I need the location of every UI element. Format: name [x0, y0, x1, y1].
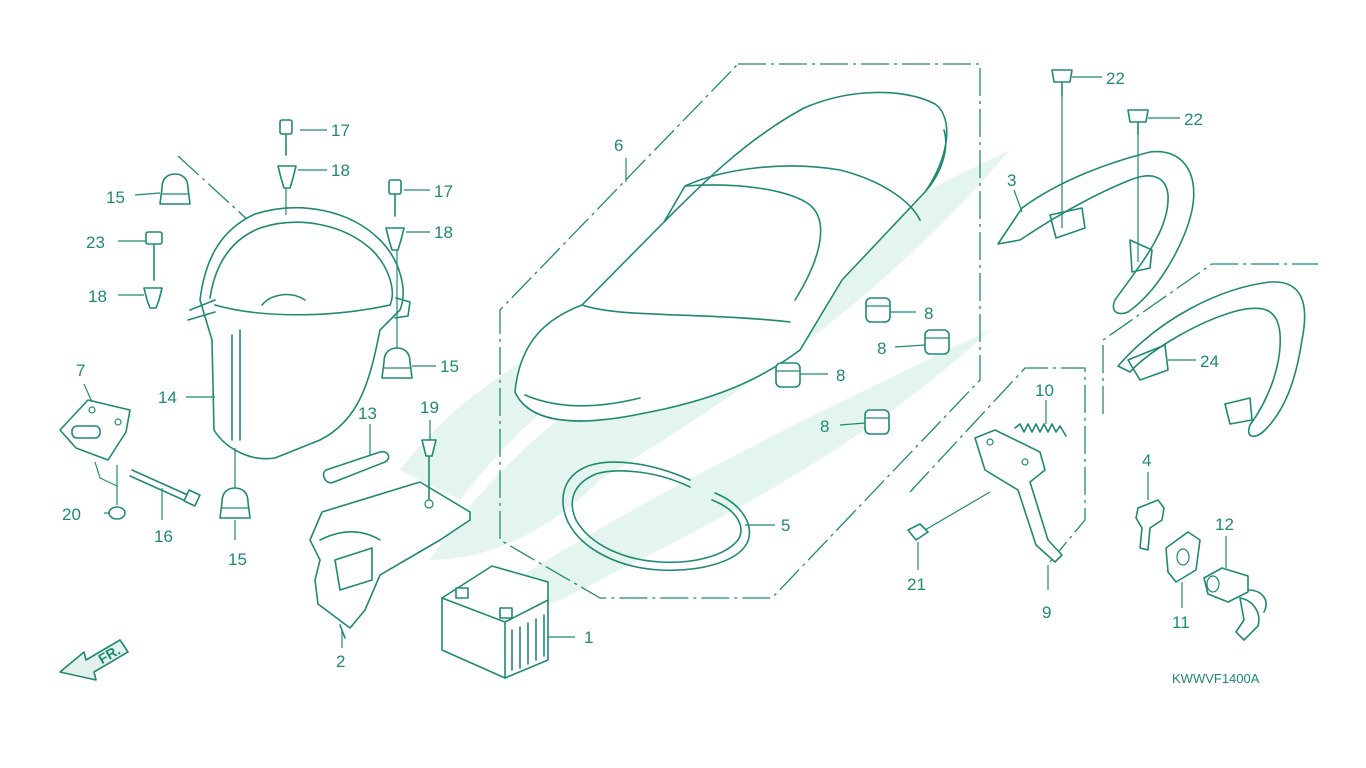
- callout-5: 5: [781, 516, 790, 535]
- grommet-15-b: [381, 347, 413, 379]
- seat-cushion-1: [865, 297, 891, 323]
- screw-19: [421, 439, 437, 509]
- seat-cushion-2: [924, 329, 950, 355]
- lock-group-outline: [909, 367, 1086, 563]
- callout-22-b: 22: [1184, 110, 1203, 129]
- callout-15-b: 15: [440, 357, 459, 376]
- seat: [514, 91, 948, 422]
- grommet-15-a: [159, 173, 191, 205]
- luggage-box: [187, 207, 411, 460]
- diagram-code: KWWVF1400A: [1172, 671, 1260, 686]
- rear-grip: [1117, 281, 1306, 438]
- collar-18-c: [143, 287, 163, 309]
- callout-14: 14: [158, 388, 177, 407]
- front-arrow-icon: FR.: [59, 639, 129, 681]
- seat-group-outline: [499, 63, 981, 599]
- grip-group-outline: [1102, 263, 1318, 414]
- seat-cushion-3: [775, 362, 801, 388]
- callout-19: 19: [420, 398, 439, 417]
- key-cylinder: [1203, 567, 1267, 641]
- bolt-23: [145, 231, 163, 281]
- bolt-22-b: [1127, 109, 1149, 262]
- latch-4: [1135, 499, 1165, 551]
- battery: [441, 565, 549, 679]
- battery-band: [322, 450, 390, 484]
- battery-cover: [309, 481, 471, 639]
- callout-7: 7: [76, 361, 85, 380]
- callout-22-a: 22: [1106, 69, 1125, 88]
- callout-12: 12: [1215, 515, 1234, 534]
- callout-8-d: 8: [820, 417, 829, 436]
- bracket-7: [59, 399, 131, 461]
- callout-15-a: 15: [106, 188, 125, 207]
- callout-8-c: 8: [836, 366, 845, 385]
- callout-15-c: 15: [228, 550, 247, 569]
- seat-gasket: [562, 461, 751, 572]
- luggage-box-outline: [177, 155, 251, 223]
- callout-24: 24: [1200, 352, 1219, 371]
- bolt-22-a: [1051, 69, 1073, 228]
- bolt-16: [129, 469, 201, 507]
- callout-20: 20: [62, 505, 81, 524]
- bolt-17-a: [279, 119, 293, 156]
- callout-18-a: 18: [331, 161, 350, 180]
- callout-8-a: 8: [924, 304, 933, 323]
- seat-lock-bracket: [974, 429, 1063, 563]
- nut-20: [108, 506, 126, 520]
- collar-18-b: [385, 227, 405, 251]
- leader-lines: [83, 76, 1227, 648]
- callout-11: 11: [1172, 613, 1190, 632]
- callout-8-b: 8: [877, 339, 886, 358]
- callout-3: 3: [1007, 171, 1016, 190]
- bolt-21: [907, 491, 991, 541]
- callout-17-a: 17: [331, 121, 350, 140]
- callout-4: 4: [1142, 451, 1151, 470]
- callout-10: 10: [1035, 381, 1054, 400]
- collar-18-a: [277, 165, 297, 189]
- callout-1: 1: [584, 628, 593, 647]
- callout-labels: 17 18 17 18 15 23 18 15 14 7 20 16 15 13…: [62, 69, 1234, 671]
- callout-16: 16: [154, 527, 173, 546]
- callout-23: 23: [86, 233, 105, 252]
- callout-13: 13: [358, 404, 377, 423]
- spring-10: [1014, 423, 1067, 437]
- callout-17-b: 17: [434, 182, 453, 201]
- bolt-17-b: [388, 179, 402, 217]
- callout-9: 9: [1042, 603, 1051, 622]
- plate-11: [1165, 531, 1201, 583]
- callout-18-c: 18: [88, 287, 107, 306]
- grab-rail: [997, 150, 1195, 315]
- seat-cushion-4: [864, 409, 890, 435]
- grommet-15-c: [219, 487, 251, 519]
- callout-21: 21: [907, 575, 926, 594]
- callout-2: 2: [336, 652, 345, 671]
- callout-18-b: 18: [434, 223, 453, 242]
- callout-6: 6: [614, 136, 623, 155]
